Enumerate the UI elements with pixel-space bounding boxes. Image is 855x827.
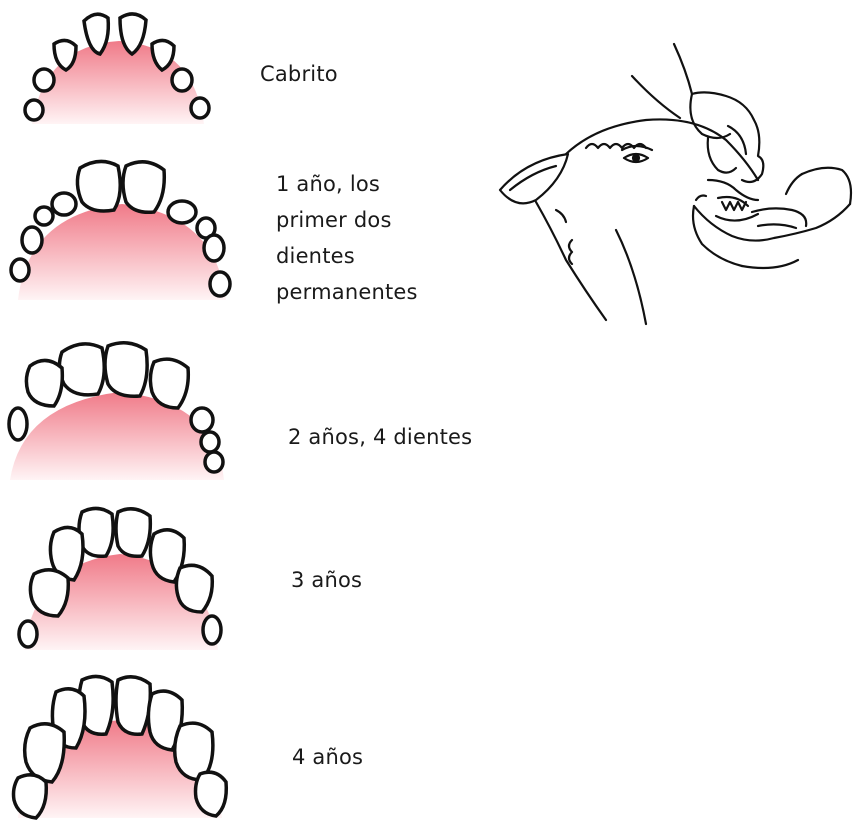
two-years-teeth-svg bbox=[4, 332, 236, 482]
stage-label-4-years: 4 años bbox=[292, 739, 363, 775]
tooth bbox=[35, 207, 53, 225]
hand-upper bbox=[674, 44, 763, 182]
permanent-incisor bbox=[59, 344, 104, 395]
one-year-teeth-svg bbox=[4, 152, 236, 302]
tooth bbox=[201, 432, 219, 452]
stage-label-line: dientes bbox=[276, 238, 418, 274]
permanent-incisor bbox=[116, 677, 150, 734]
tooth bbox=[22, 227, 42, 253]
stage-label-2-years: 2 años, 4 dientes bbox=[288, 419, 472, 455]
tooth bbox=[203, 616, 221, 644]
tooth bbox=[19, 621, 37, 647]
stage-label-3-years: 3 años bbox=[291, 562, 362, 598]
tooth bbox=[210, 272, 230, 296]
permanent-incisor bbox=[196, 772, 227, 816]
tooth bbox=[25, 100, 43, 120]
tooth bbox=[205, 452, 223, 472]
incisor bbox=[54, 40, 76, 70]
permanent-incisor bbox=[14, 775, 47, 818]
stage-label-line: 4 años bbox=[292, 739, 363, 775]
stage-label-kid: Cabrito bbox=[260, 56, 338, 92]
stage-label-line: primer dos bbox=[276, 202, 418, 238]
sheep-head-drawing bbox=[496, 30, 854, 330]
stage-label-line: 1 año, los bbox=[276, 166, 418, 202]
tooth bbox=[52, 193, 76, 215]
permanent-incisor bbox=[26, 360, 62, 406]
tooth bbox=[191, 408, 213, 432]
tooth bbox=[172, 69, 192, 91]
kid-teeth-svg bbox=[4, 6, 236, 128]
tooth bbox=[11, 259, 29, 281]
permanent-incisor bbox=[176, 565, 212, 612]
tooth bbox=[34, 69, 54, 91]
sheep-mouth-examination-illustration bbox=[496, 30, 854, 334]
jaw-diagram-kid bbox=[4, 6, 236, 128]
permanent-incisor bbox=[116, 509, 150, 556]
permanent-incisor bbox=[123, 162, 164, 212]
three-years-teeth-svg bbox=[4, 502, 236, 652]
permanent-incisor bbox=[150, 359, 188, 408]
permanent-incisor bbox=[105, 343, 147, 396]
stage-label-line: Cabrito bbox=[260, 56, 338, 92]
jaw-diagram-4-years bbox=[4, 670, 236, 820]
sheep-teeth bbox=[722, 202, 746, 210]
jaw-diagram-2-years bbox=[4, 332, 236, 482]
tooth bbox=[204, 235, 224, 261]
stage-label-1-year: 1 año, los primer dos dientes permanente… bbox=[276, 166, 418, 310]
permanent-incisor bbox=[77, 161, 120, 211]
tooth bbox=[191, 98, 209, 118]
jaw-diagram-3-years bbox=[4, 502, 236, 652]
tooth bbox=[9, 408, 27, 440]
tooth bbox=[168, 201, 196, 223]
stage-label-line: 3 años bbox=[291, 562, 362, 598]
stage-label-line: 2 años, 4 dientes bbox=[288, 419, 472, 455]
sheep-head bbox=[566, 119, 758, 180]
jaw-diagram-1-year bbox=[4, 152, 236, 302]
stage-label-line: permanentes bbox=[276, 274, 418, 310]
permanent-incisor bbox=[30, 570, 68, 616]
four-years-teeth-svg bbox=[4, 670, 236, 820]
sheep-ear bbox=[500, 154, 568, 203]
